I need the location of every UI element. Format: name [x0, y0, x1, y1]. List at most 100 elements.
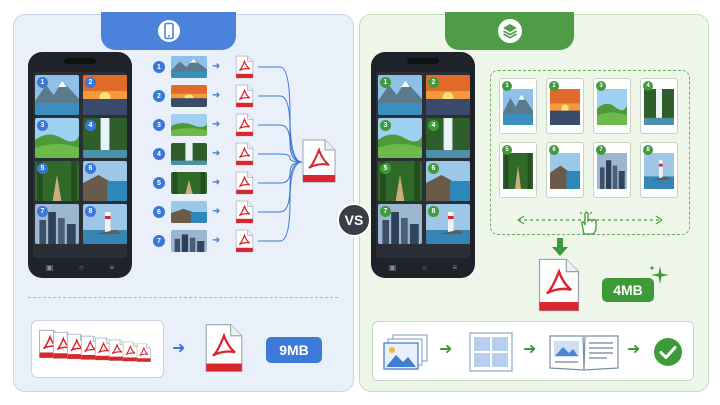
- phone-nav-bar: ▣ ○ ≡: [33, 260, 127, 274]
- photo-thumbnail[interactable]: 6: [426, 161, 470, 201]
- arrow-right-icon: ➜: [212, 177, 221, 188]
- row-number-badge: 3: [153, 119, 165, 131]
- page-number-badge: 4: [643, 81, 653, 91]
- row-number-badge: 2: [153, 90, 165, 102]
- page-card[interactable]: 1: [499, 78, 537, 134]
- row-number-badge: 6: [153, 206, 165, 218]
- row-thumbnail: [171, 85, 207, 107]
- result-pdf-icon: [204, 322, 244, 374]
- workflow-box: ➜ ➜ ➜: [372, 321, 694, 381]
- photo-number-badge: 3: [37, 120, 48, 131]
- check-circle-icon: [654, 338, 682, 366]
- grid-layout-icon: [469, 332, 513, 372]
- page-image: [597, 153, 627, 189]
- gallery-nav-icon[interactable]: ▣: [388, 262, 397, 272]
- arrow-right-icon: ➜: [212, 206, 221, 217]
- page-card[interactable]: 8: [640, 142, 678, 198]
- hand-pointer-icon: [579, 210, 597, 235]
- menu-nav-icon[interactable]: ≡: [452, 262, 458, 272]
- phone-notch: [407, 58, 439, 64]
- row-thumbnail: [171, 172, 207, 194]
- photo-thumbnail[interactable]: 2: [83, 75, 127, 115]
- photo-thumbnail[interactable]: 1: [378, 75, 422, 115]
- photo-number-badge: 2: [85, 77, 96, 88]
- connector-line: [258, 161, 303, 242]
- arrow-right-icon: ➜: [627, 341, 641, 358]
- sparkle-icon: [649, 265, 669, 284]
- page-image: [550, 153, 580, 189]
- photo-thumbnail[interactable]: 8: [426, 204, 470, 244]
- row-number-badge: 7: [153, 235, 165, 247]
- photo-thumbnail[interactable]: 4: [426, 118, 470, 158]
- arrow-right-icon: ➜: [212, 148, 221, 159]
- page-card[interactable]: 5: [499, 142, 537, 198]
- photo-thumbnail[interactable]: 7: [378, 204, 422, 244]
- photo-thumbnail[interactable]: 6: [83, 161, 127, 201]
- list-item: 1➜: [150, 55, 254, 79]
- layers-icon: [497, 19, 522, 43]
- page-image: [597, 89, 627, 125]
- photo-thumbnail[interactable]: 7: [35, 204, 79, 244]
- stacked-pdf-icon: [122, 341, 139, 367]
- photo-thumbnail[interactable]: 5: [35, 161, 79, 201]
- photo-thumbnail[interactable]: 2: [426, 75, 470, 115]
- photo-number-badge: 4: [85, 120, 96, 131]
- page-card[interactable]: 4: [640, 78, 678, 134]
- photo-thumbnail[interactable]: 4: [83, 118, 127, 158]
- page-card[interactable]: 7: [593, 142, 631, 198]
- row-thumbnail: [171, 201, 207, 223]
- arrow-right-icon: ➜: [212, 90, 221, 101]
- photo-thumbnail[interactable]: 3: [35, 118, 79, 158]
- page-image: [644, 89, 674, 125]
- connector-line: [258, 153, 303, 163]
- photo-number-badge: 2: [428, 77, 439, 88]
- arrow-down-icon: [552, 238, 568, 256]
- row-thumbnail: [171, 143, 207, 165]
- page-number-badge: 5: [502, 145, 512, 155]
- page-card[interactable]: 6: [546, 142, 584, 198]
- document-book-icon: [549, 335, 619, 371]
- photo-thumbnail[interactable]: 8: [83, 204, 127, 244]
- gallery-nav-icon[interactable]: ▣: [45, 262, 54, 272]
- right-tab: [445, 12, 574, 50]
- single-pdf-icon: [235, 142, 254, 171]
- photo-number-badge: 6: [428, 163, 439, 174]
- list-item: 5➜: [150, 171, 254, 195]
- arrow-right-icon: ➜: [212, 61, 221, 72]
- photo-number-badge: 7: [380, 206, 391, 217]
- photo-number-badge: 5: [37, 163, 48, 174]
- list-item: 7➜: [150, 229, 254, 253]
- connector-line: [258, 161, 303, 213]
- arrow-right-icon: ➜: [439, 341, 453, 358]
- row-number-badge: 5: [153, 177, 165, 189]
- page-image: [550, 89, 580, 125]
- photo-thumbnail[interactable]: 3: [378, 118, 422, 158]
- connector-line: [258, 124, 303, 163]
- page-number-badge: 2: [549, 81, 559, 91]
- phone-notch: [64, 58, 96, 64]
- photo-number-badge: 3: [380, 120, 391, 131]
- single-pdf-icon: [235, 113, 254, 142]
- page-image: [503, 89, 533, 125]
- photo-thumbnail[interactable]: 1: [35, 75, 79, 115]
- home-nav-icon[interactable]: ○: [79, 262, 84, 272]
- stacked-pdf-icon: [136, 343, 152, 368]
- connector-line: [258, 66, 303, 163]
- row-number-badge: 1: [153, 61, 165, 73]
- arrow-right-icon: ➜: [212, 119, 221, 130]
- list-item: 3➜: [150, 113, 254, 137]
- page-number-badge: 6: [549, 145, 559, 155]
- menu-nav-icon[interactable]: ≡: [109, 262, 115, 272]
- photo-thumbnail[interactable]: 5: [378, 161, 422, 201]
- single-pdf-icon: [235, 229, 254, 258]
- photo-number-badge: 8: [428, 206, 439, 217]
- arrow-right-icon: ➜: [172, 340, 186, 357]
- page-card[interactable]: 3: [593, 78, 631, 134]
- vs-badge: VS: [337, 203, 371, 237]
- home-nav-icon[interactable]: ○: [422, 262, 427, 272]
- page-card[interactable]: 2: [546, 78, 584, 134]
